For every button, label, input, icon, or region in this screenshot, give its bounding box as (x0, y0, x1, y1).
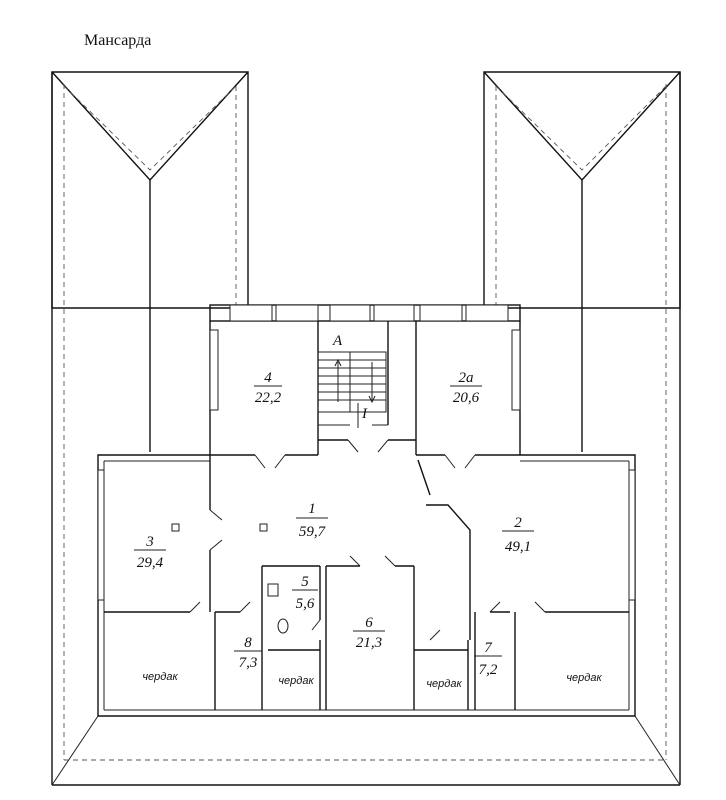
right-roof-wing (483, 71, 681, 760)
left-roof-wing (51, 71, 249, 760)
plan-title: Мансарда (84, 32, 151, 49)
doors (189, 439, 546, 641)
toilet-icon (277, 618, 289, 634)
room-area: 59,7 (299, 524, 327, 540)
column (171, 523, 180, 532)
room-2a-label: 2а 20,6 (450, 370, 482, 406)
room-7-label: 7 7,2 (474, 640, 502, 678)
room-area: 7,3 (239, 655, 258, 671)
lower-roof-outline (51, 72, 681, 786)
room-area: 29,4 (137, 555, 164, 571)
room-8-label: 8 7,3 (234, 635, 262, 671)
top-windows (97, 304, 636, 601)
building-walls (97, 304, 636, 717)
attic-label: чердак (566, 672, 602, 684)
room-number: 2 (514, 515, 522, 531)
room-4-label: 4 22,2 (254, 370, 282, 406)
room-area: 20,6 (453, 390, 480, 406)
room-3-label: 3 29,4 (134, 534, 166, 571)
column (259, 523, 268, 532)
room-number: 4 (264, 370, 272, 386)
room-number: 5 (301, 574, 309, 590)
stair-label: A (332, 333, 343, 349)
section-mark: I (361, 406, 368, 422)
room-2-label: 2 49,1 (502, 515, 534, 555)
room-number: 8 (244, 635, 252, 651)
room-area: 22,2 (255, 390, 282, 406)
room-number: 1 (308, 501, 316, 517)
room-5-label: 5 5,6 (292, 574, 318, 612)
room-number: 6 (365, 615, 373, 631)
washbasin-icon (267, 583, 279, 597)
staircase (317, 351, 387, 413)
room-area: 7,2 (479, 662, 498, 678)
attic-label: чердак (142, 671, 178, 683)
attic-label: чердак (426, 678, 462, 690)
room-6-label: 6 21,3 (353, 615, 385, 651)
room-number: 3 (145, 534, 154, 550)
room-area: 49,1 (505, 539, 531, 555)
room-number: 2а (459, 370, 474, 386)
interior-walls (104, 321, 629, 710)
room-1-label: 1 59,7 (296, 501, 328, 540)
room-number: 7 (484, 640, 493, 656)
attic-label: чердак (278, 675, 314, 687)
room-area: 5,6 (296, 596, 315, 612)
room-area: 21,3 (356, 635, 382, 651)
